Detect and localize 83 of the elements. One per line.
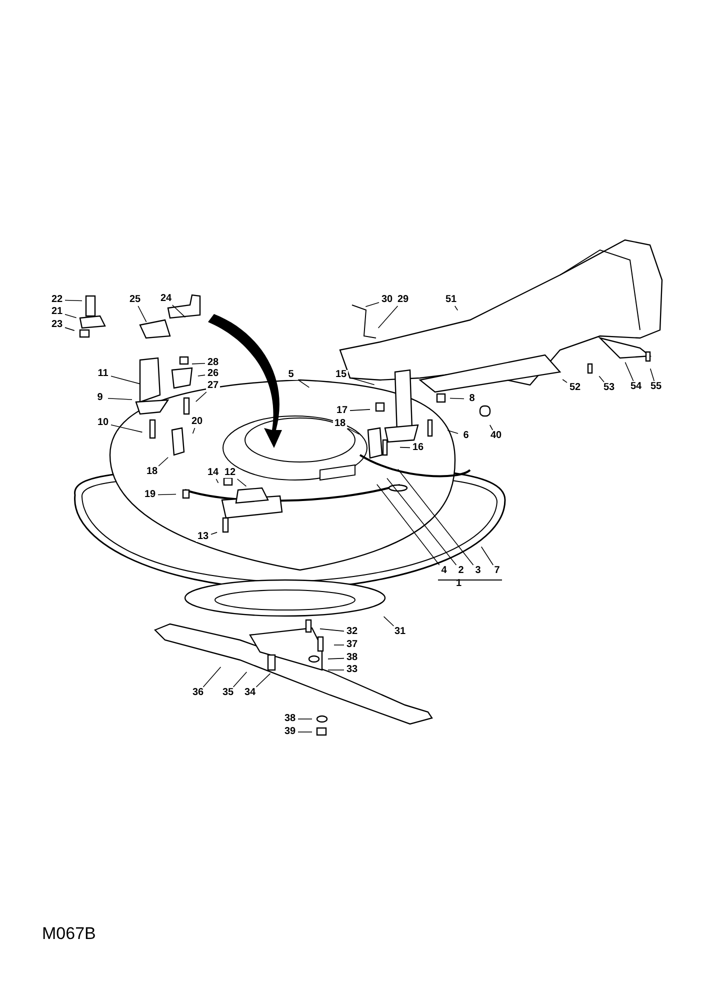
callout-number: 32 xyxy=(345,627,359,637)
leader-line xyxy=(378,306,398,328)
callout-number: 5 xyxy=(284,370,298,380)
callout-number: 14 xyxy=(206,468,220,478)
callout-number: 25 xyxy=(128,295,142,305)
callout-number: 37 xyxy=(345,640,359,650)
drawing-code: M067B xyxy=(42,924,96,944)
leader-line xyxy=(256,673,271,688)
leader-line xyxy=(454,306,458,311)
callout-number: 38 xyxy=(283,714,297,724)
leader-line xyxy=(383,616,394,626)
callout-number: 53 xyxy=(602,383,616,393)
leader-line xyxy=(328,658,344,660)
callout-number: 10 xyxy=(96,418,110,428)
callout-number: 28 xyxy=(206,358,220,368)
leader-line xyxy=(110,424,143,433)
leader-line xyxy=(64,327,75,331)
leader-line xyxy=(196,392,207,402)
leader-line xyxy=(598,376,604,382)
callout-number: 23 xyxy=(50,320,64,330)
callout-number: 11 xyxy=(96,369,110,379)
callout-number: 12 xyxy=(223,468,237,478)
leader-line xyxy=(110,376,141,384)
leader-line xyxy=(489,424,494,430)
leader-line xyxy=(400,446,410,448)
leader-line xyxy=(172,304,186,318)
leader-line xyxy=(158,456,168,466)
leader-line xyxy=(198,374,206,376)
callout-number: 20 xyxy=(190,417,204,427)
leader-line xyxy=(447,430,458,434)
leader-line xyxy=(64,314,77,318)
callout-number: 29 xyxy=(396,295,410,305)
callout-number: 51 xyxy=(444,295,458,305)
callout-number: 18 xyxy=(333,419,347,429)
callout-number: 17 xyxy=(335,406,349,416)
leader-line xyxy=(650,368,655,382)
callout-number: 13 xyxy=(196,532,210,542)
leader-line xyxy=(232,672,248,688)
callout-number: 21 xyxy=(50,307,64,317)
leader-line xyxy=(158,494,176,496)
callout-number: 33 xyxy=(345,665,359,675)
callout-number: 36 xyxy=(191,688,205,698)
callout-number: 15 xyxy=(334,370,348,380)
callout-number: 39 xyxy=(283,727,297,737)
leader-line xyxy=(562,379,568,383)
leader-line xyxy=(236,478,247,487)
callout-number: 38 xyxy=(345,653,359,663)
callout-number: 31 xyxy=(393,627,407,637)
leader-line xyxy=(320,628,344,632)
leader-line xyxy=(376,484,440,566)
callout-number: 55 xyxy=(649,382,663,392)
leader-line xyxy=(398,468,474,566)
callout-number: 27 xyxy=(206,381,220,391)
callout-number: 19 xyxy=(143,490,157,500)
callout-number: 54 xyxy=(629,382,643,392)
callout-number: 35 xyxy=(221,688,235,698)
callout-number: 40 xyxy=(489,431,503,441)
callout-number: 52 xyxy=(568,383,582,393)
leader-line xyxy=(624,362,634,382)
leader-line xyxy=(138,306,147,322)
leader-line xyxy=(202,666,222,688)
leader-line xyxy=(192,428,196,434)
leader-line xyxy=(216,478,219,484)
callout-number: 26 xyxy=(206,369,220,379)
leader-line xyxy=(480,546,494,566)
leader-line xyxy=(350,409,370,411)
leader-line xyxy=(365,302,380,308)
leader-line xyxy=(334,644,344,646)
leader-line xyxy=(298,718,312,720)
callout-number: 30 xyxy=(380,295,394,305)
callout-number: 24 xyxy=(159,294,173,304)
callout-number: 16 xyxy=(411,443,425,453)
leader-line xyxy=(210,532,218,535)
leader-line xyxy=(348,428,360,435)
callout-number: 34 xyxy=(243,688,257,698)
callout-number: 22 xyxy=(50,295,64,305)
leader-line xyxy=(108,398,132,400)
leader-line xyxy=(64,300,82,302)
leader-line xyxy=(386,478,457,566)
leader-line xyxy=(192,362,206,364)
leader-line xyxy=(450,398,464,400)
leader-line xyxy=(298,380,310,388)
callout-number: 18 xyxy=(145,467,159,477)
